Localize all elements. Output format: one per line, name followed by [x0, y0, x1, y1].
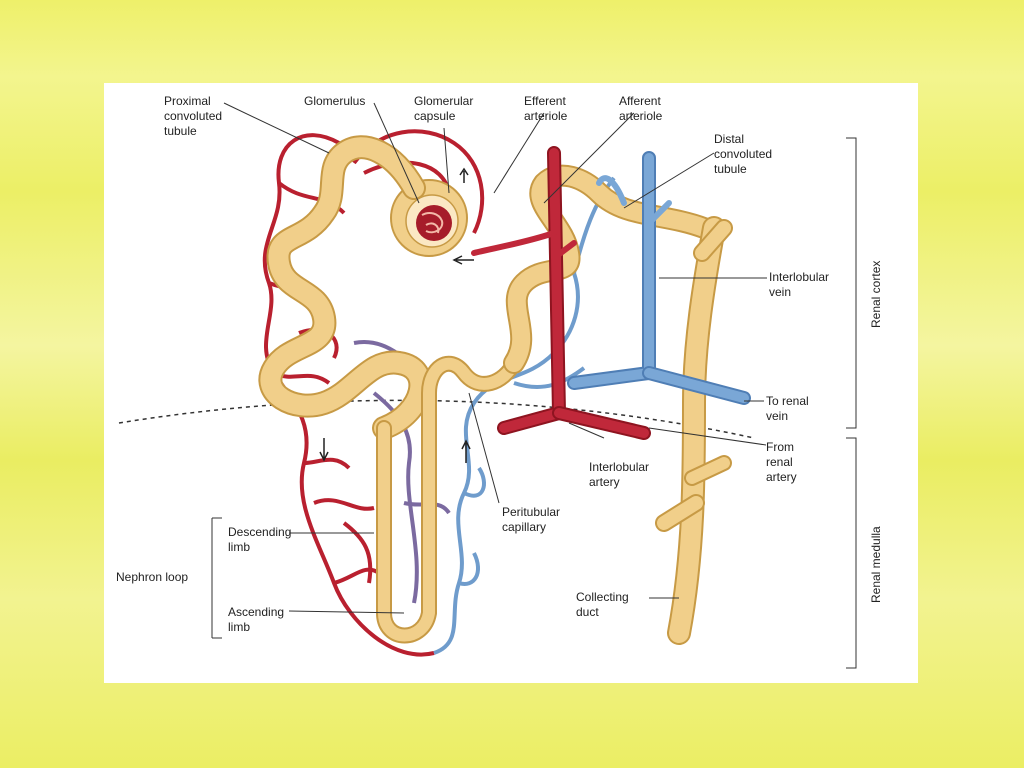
collecting-duct [655, 216, 733, 645]
label-distal-convoluted-tubule: Distal convoluted tubule [714, 132, 775, 176]
arrow-up-icon [459, 167, 469, 183]
interlobular-artery [471, 146, 651, 440]
arrow-down-icon [319, 438, 329, 462]
label-ascending-limb: Ascending limb [228, 605, 287, 634]
label-collecting-duct: Collecting duct [576, 590, 632, 619]
arrow-left-icon [452, 255, 474, 265]
label-nephron-loop: Nephron loop [116, 570, 188, 584]
label-glomerulus: Glomerulus [304, 94, 365, 108]
label-peritubular-capillary: Peritubular capillary [502, 505, 563, 534]
label-descending-limb: Descending limb [228, 525, 295, 554]
labels: Proximal convoluted tubule Glomerulus Gl… [116, 94, 883, 634]
label-efferent-arteriole: Efferent arteriole [524, 94, 569, 123]
distal-convoluted-tubule [503, 164, 715, 374]
label-interlobular-vein: Interlobular vein [769, 270, 832, 299]
flow-arrows [319, 167, 474, 463]
label-afferent-arteriole: Afferent arteriole [619, 94, 664, 123]
label-glomerular-capsule: Glomerular capsule [414, 94, 477, 123]
label-interlobular-artery: Interlobular artery [589, 460, 652, 489]
region-brackets [846, 137, 857, 669]
nephron-loop [376, 355, 522, 644]
label-renal-medulla: Renal medulla [869, 526, 883, 603]
glomerulus [416, 205, 452, 241]
label-to-renal-vein: To renal vein [766, 394, 812, 423]
label-proximal-convoluted-tubule: Proximal convoluted tubule [164, 94, 225, 138]
label-renal-cortex: Renal cortex [869, 261, 883, 328]
label-from-renal-artery: From renal artery [766, 440, 797, 484]
arrow-up-icon [461, 439, 471, 463]
nephron-diagram: Proximal convoluted tubule Glomerulus Gl… [116, 94, 883, 669]
leader-lines [211, 102, 767, 639]
diagram-panel: Proximal convoluted tubule Glomerulus Gl… [104, 83, 918, 683]
corticomedullary-boundary [118, 399, 755, 439]
proximal-convoluted-tubule [258, 135, 433, 440]
interlobular-vein [567, 151, 751, 405]
